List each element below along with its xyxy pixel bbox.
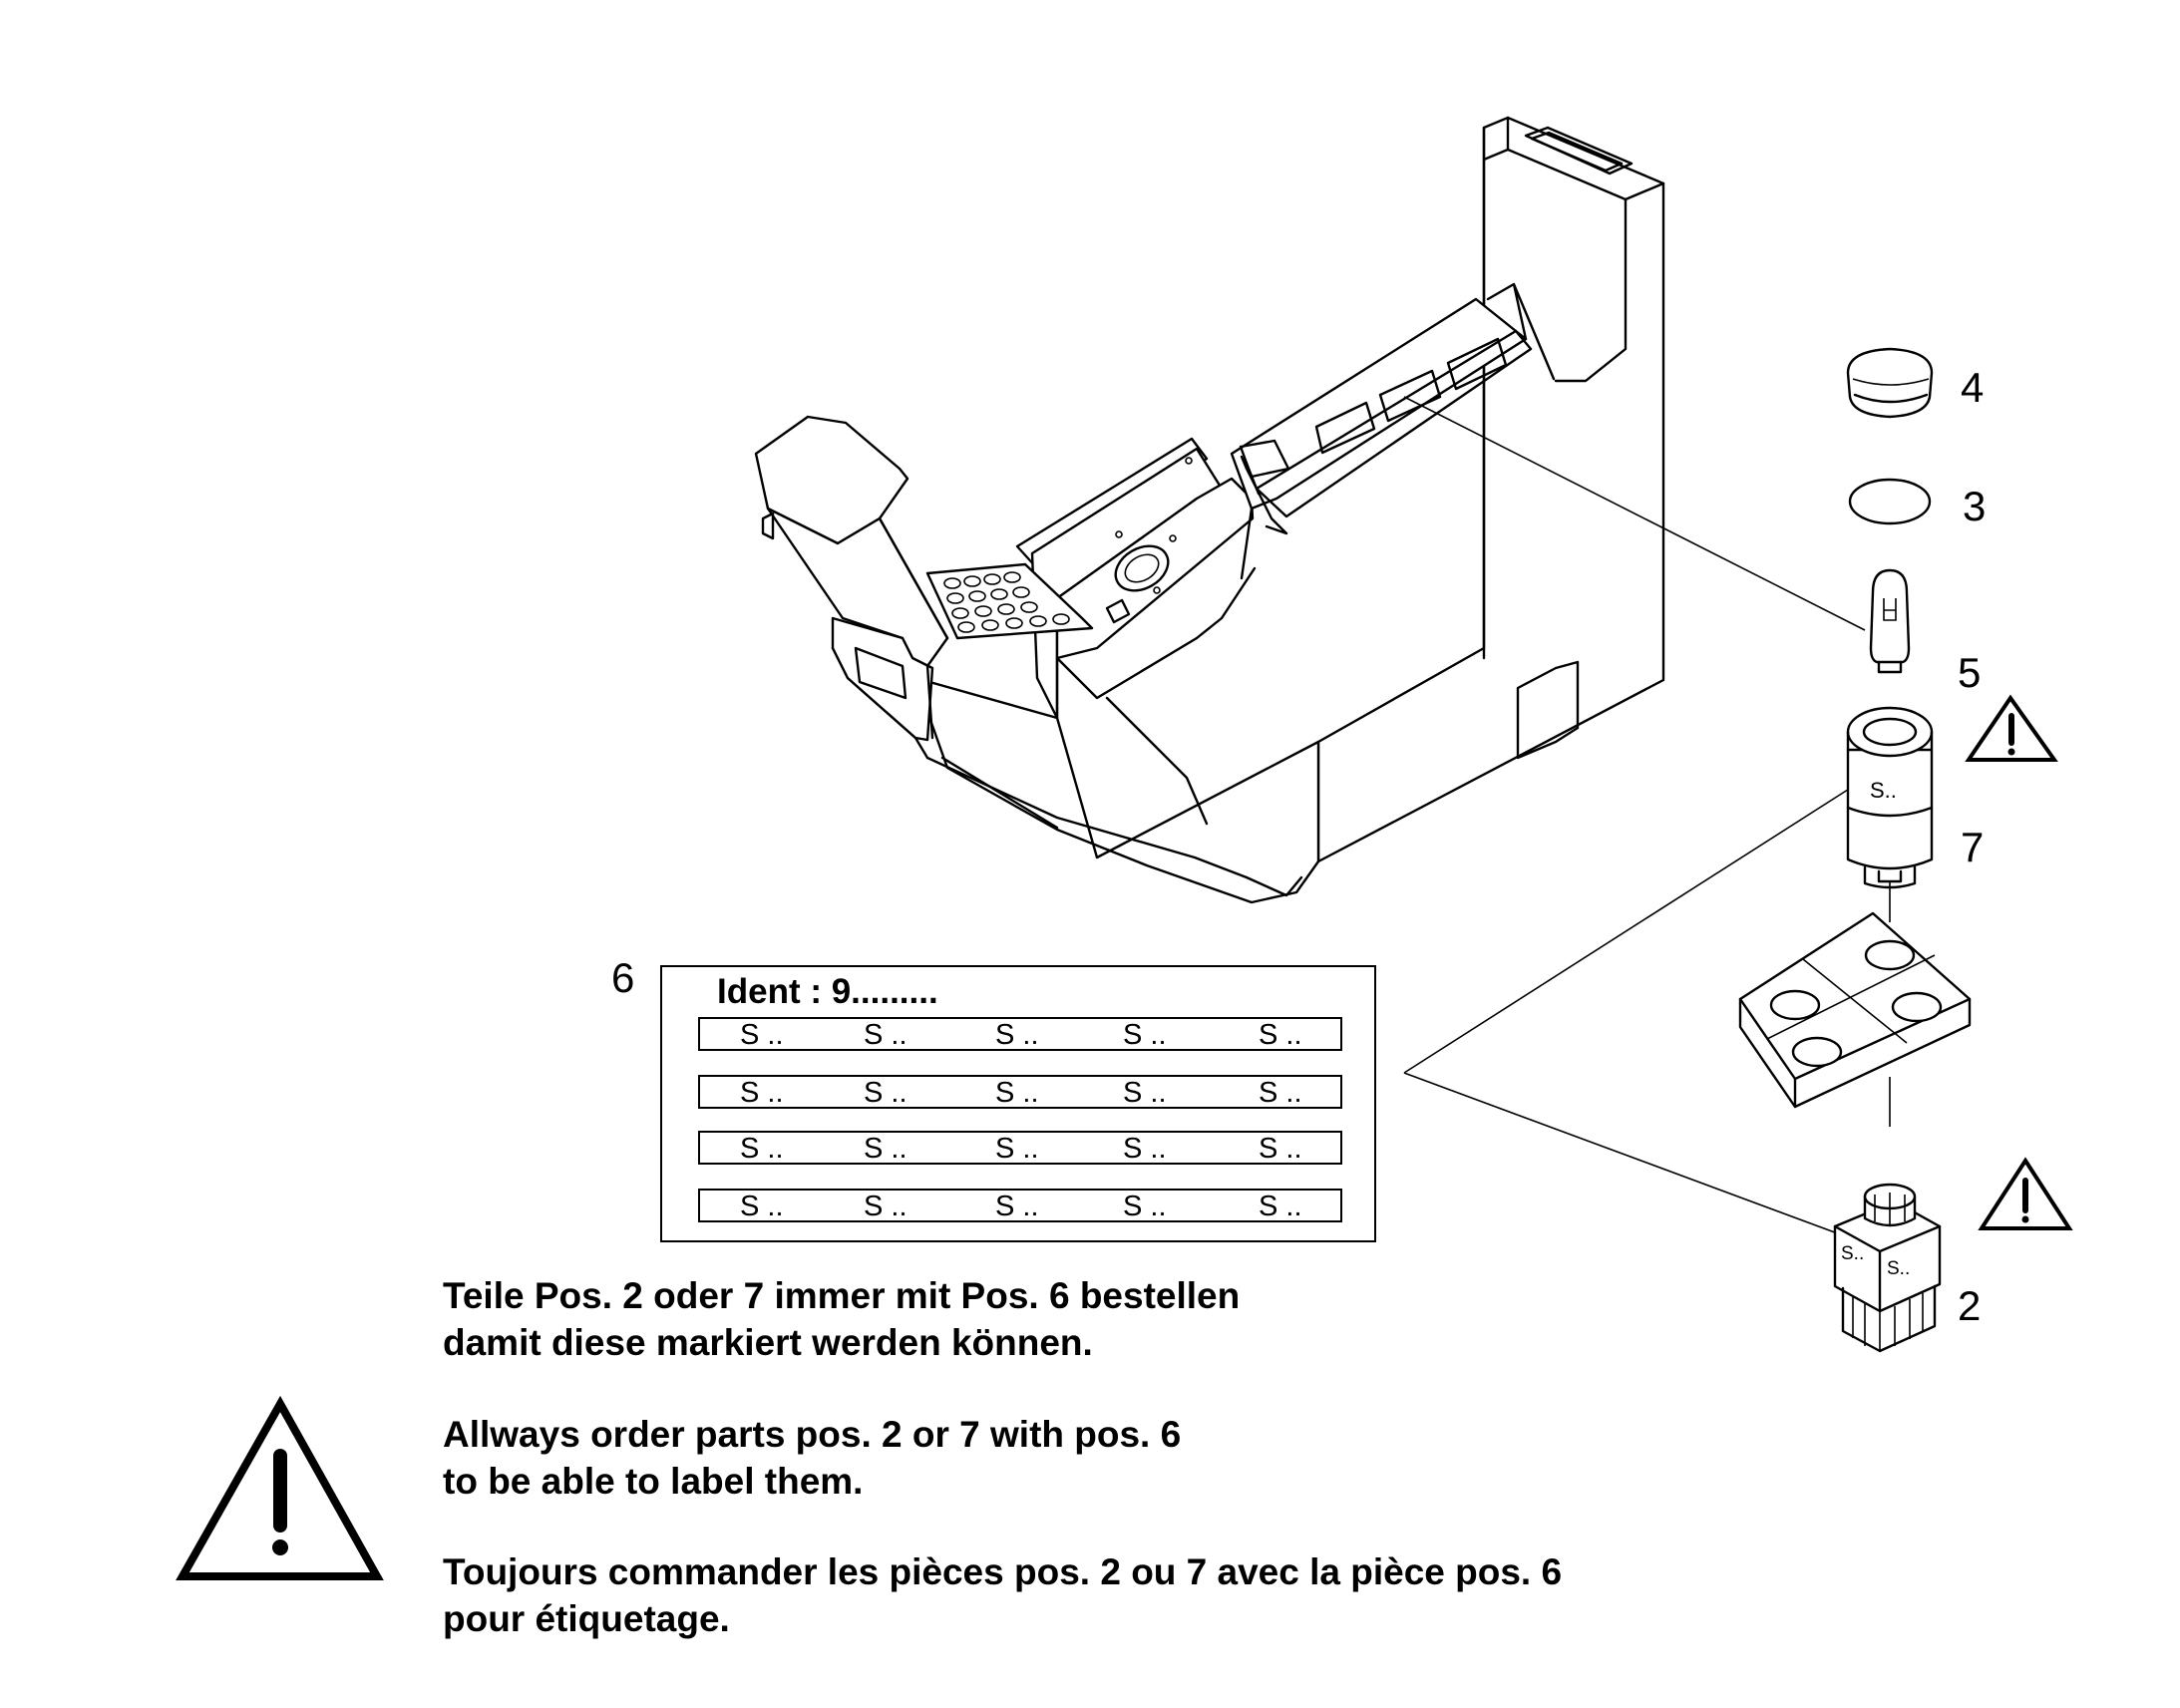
label-cell: S .. [740, 1019, 784, 1051]
note-german: Teile Pos. 2 oder 7 immer mit Pos. 6 bes… [443, 1272, 1240, 1366]
label-cell: S .. [1259, 1077, 1302, 1109]
note-line: to be able to label them. [443, 1461, 864, 1502]
callout-4: 4 [1961, 364, 1984, 411]
label-cell: S .. [740, 1133, 784, 1165]
part-2-square-switch: S.. S.. [1833, 1183, 1942, 1353]
note-line: Toujours commander les pièces pos. 2 ou … [443, 1551, 1563, 1592]
label-cell: S .. [995, 1191, 1039, 1222]
label-cell: S .. [864, 1191, 908, 1222]
note-english: Allways order parts pos. 2 or 7 with pos… [443, 1411, 1181, 1505]
switch-cap-label: S.. [1870, 778, 1897, 803]
callout-7: 7 [1961, 824, 1984, 870]
warning-triangle-icon [1965, 694, 2058, 762]
warning-triangle-icon [1978, 1157, 2073, 1230]
callout-3: 3 [1963, 483, 1986, 529]
part-7-push-switch: S.. [1846, 706, 1934, 889]
part-4-cap [1846, 347, 1934, 419]
label-card-ident: Ident : 9......... [717, 972, 938, 1011]
note-line: Teile Pos. 2 oder 7 immer mit Pos. 6 bes… [443, 1275, 1241, 1316]
part-3-ring [1848, 478, 1932, 525]
label-row: S .. S .. S .. S .. S .. [698, 1189, 1342, 1222]
label-cell: S .. [864, 1019, 908, 1051]
label-row: S .. S .. S .. S .. S .. [698, 1075, 1342, 1109]
label-cell: S .. [1123, 1133, 1167, 1165]
label-cell: S .. [995, 1019, 1039, 1051]
label-cell: S .. [740, 1191, 784, 1222]
center-console-drawing [754, 116, 1665, 904]
label-cell: S .. [1123, 1191, 1167, 1222]
switch-front-label-left: S.. [1841, 1243, 1864, 1264]
label-cell: S .. [1259, 1019, 1302, 1051]
note-line: pour étiquetage. [443, 1598, 730, 1639]
label-cell: S .. [995, 1133, 1039, 1165]
note-french: Toujours commander les pièces pos. 2 ou … [443, 1548, 1562, 1642]
label-row: S .. S .. S .. S .. S .. [698, 1017, 1342, 1051]
label-cell: S .. [740, 1077, 784, 1109]
warning-triangle-icon [176, 1395, 384, 1580]
label-cell: S .. [864, 1077, 908, 1109]
label-cell: S .. [864, 1133, 908, 1165]
label-cell: S .. [1259, 1191, 1302, 1222]
callout-2: 2 [1958, 1282, 1981, 1329]
label-row: S .. S .. S .. S .. S .. [698, 1131, 1342, 1165]
note-line: damit diese markiert werden können. [443, 1322, 1093, 1363]
callout-5: 5 [1958, 649, 1981, 696]
part-5-bulb [1869, 568, 1911, 674]
leader-lines [1403, 396, 1891, 1239]
callout-6: 6 [611, 954, 634, 1001]
label-cell: S .. [1259, 1133, 1302, 1165]
label-cell: S .. [1123, 1077, 1167, 1109]
note-line: Allways order parts pos. 2 or 7 with pos… [443, 1414, 1182, 1455]
label-cell: S .. [1123, 1019, 1167, 1051]
switch-front-label-right: S.. [1887, 1258, 1910, 1279]
label-card: Ident : 9......... S .. S .. S .. S .. S… [660, 965, 1376, 1242]
label-cell: S .. [995, 1077, 1039, 1109]
mounting-plate [1738, 911, 1972, 1109]
